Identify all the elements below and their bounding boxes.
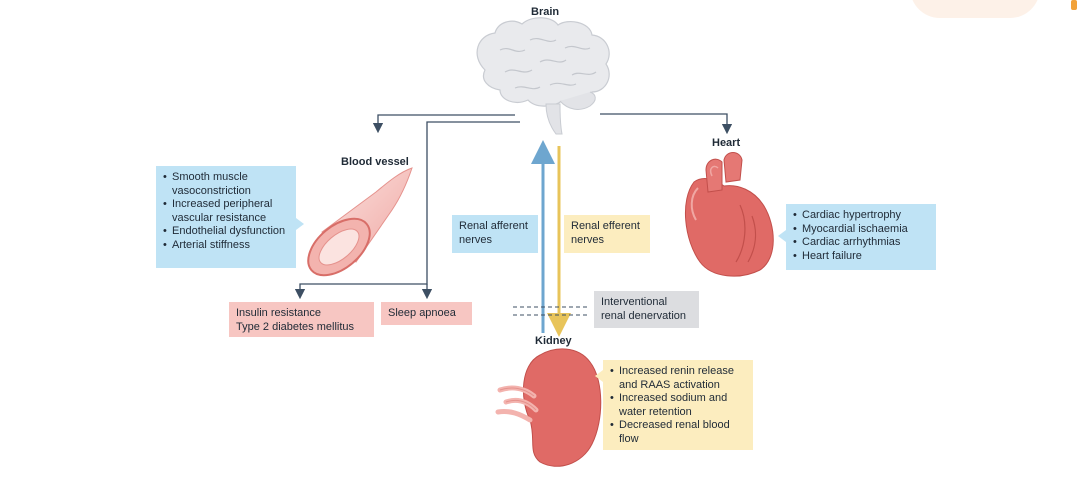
kidney-effect-item: Increased renin release and RAAS activat… (610, 365, 746, 392)
sleep-apnoea-text: Sleep apnoea (388, 307, 456, 319)
brain-to-heart-connector (600, 113, 733, 135)
kidney-effect-item: Increased sodium and water retention (610, 392, 746, 419)
kidney-label: Kidney (535, 335, 572, 347)
interventional-denervation-box: Interventional renal denervation (594, 291, 699, 328)
corner-decoration (910, 0, 1040, 18)
heart-effect-item: Cardiac arrhythmias (793, 236, 929, 250)
blood-vessel-label: Blood vessel (341, 156, 409, 168)
renal-efferent-nerves-box: Renal efferent nerves (564, 215, 650, 253)
insulin-resistance-box: Insulin resistance Type 2 diabetes melli… (229, 302, 374, 337)
kidney-effect-item: Decreased renal blood flow (610, 419, 746, 446)
interventional-denervation-text: Interventional renal denervation (601, 296, 687, 322)
vessel-effect-item: Smooth muscle vasoconstriction (163, 171, 289, 198)
brain-label: Brain (531, 6, 560, 18)
renal-afferent-nerves-text: Renal afferent nerves (459, 220, 528, 246)
heart-callout-pointer (778, 230, 786, 242)
heart-effect-item: Cardiac hypertrophy (793, 209, 929, 223)
insulin-resistance-text: Insulin resistance (236, 307, 321, 319)
kidney-effects-box: Increased renin release and RAAS activat… (603, 360, 753, 450)
blood-vessel-illustration (307, 167, 413, 277)
type2-diabetes-text: Type 2 diabetes mellitus (236, 320, 355, 333)
vessel-effect-item: Increased peripheral vascular resistance (163, 198, 289, 225)
heart-effects-box: Cardiac hypertrophy Myocardial ischaemia… (786, 204, 936, 270)
heart-effect-item: Heart failure (793, 250, 929, 264)
vessel-effect-item: Arterial stiffness (163, 239, 289, 253)
vessel-effect-item: Endothelial dysfunction (163, 225, 289, 239)
blood-vessel-effects-box: Smooth muscle vasoconstriction Increased… (156, 166, 296, 268)
heart-illustration (684, 152, 774, 277)
vessel-callout-pointer (296, 218, 304, 230)
kidney-callout-pointer (595, 370, 603, 382)
renal-afferent-nerves-box: Renal afferent nerves (452, 215, 538, 253)
sleep-apnoea-box: Sleep apnoea (381, 302, 472, 325)
brain-to-vessel-connector (372, 114, 515, 134)
heart-effect-item: Myocardial ischaemia (793, 223, 929, 237)
heart-label: Heart (712, 137, 741, 149)
brain-illustration (476, 17, 610, 135)
kidney-illustration (495, 348, 602, 467)
renal-efferent-nerves-text: Renal efferent nerves (571, 220, 640, 246)
corner-accent-mark (1071, 0, 1077, 10)
